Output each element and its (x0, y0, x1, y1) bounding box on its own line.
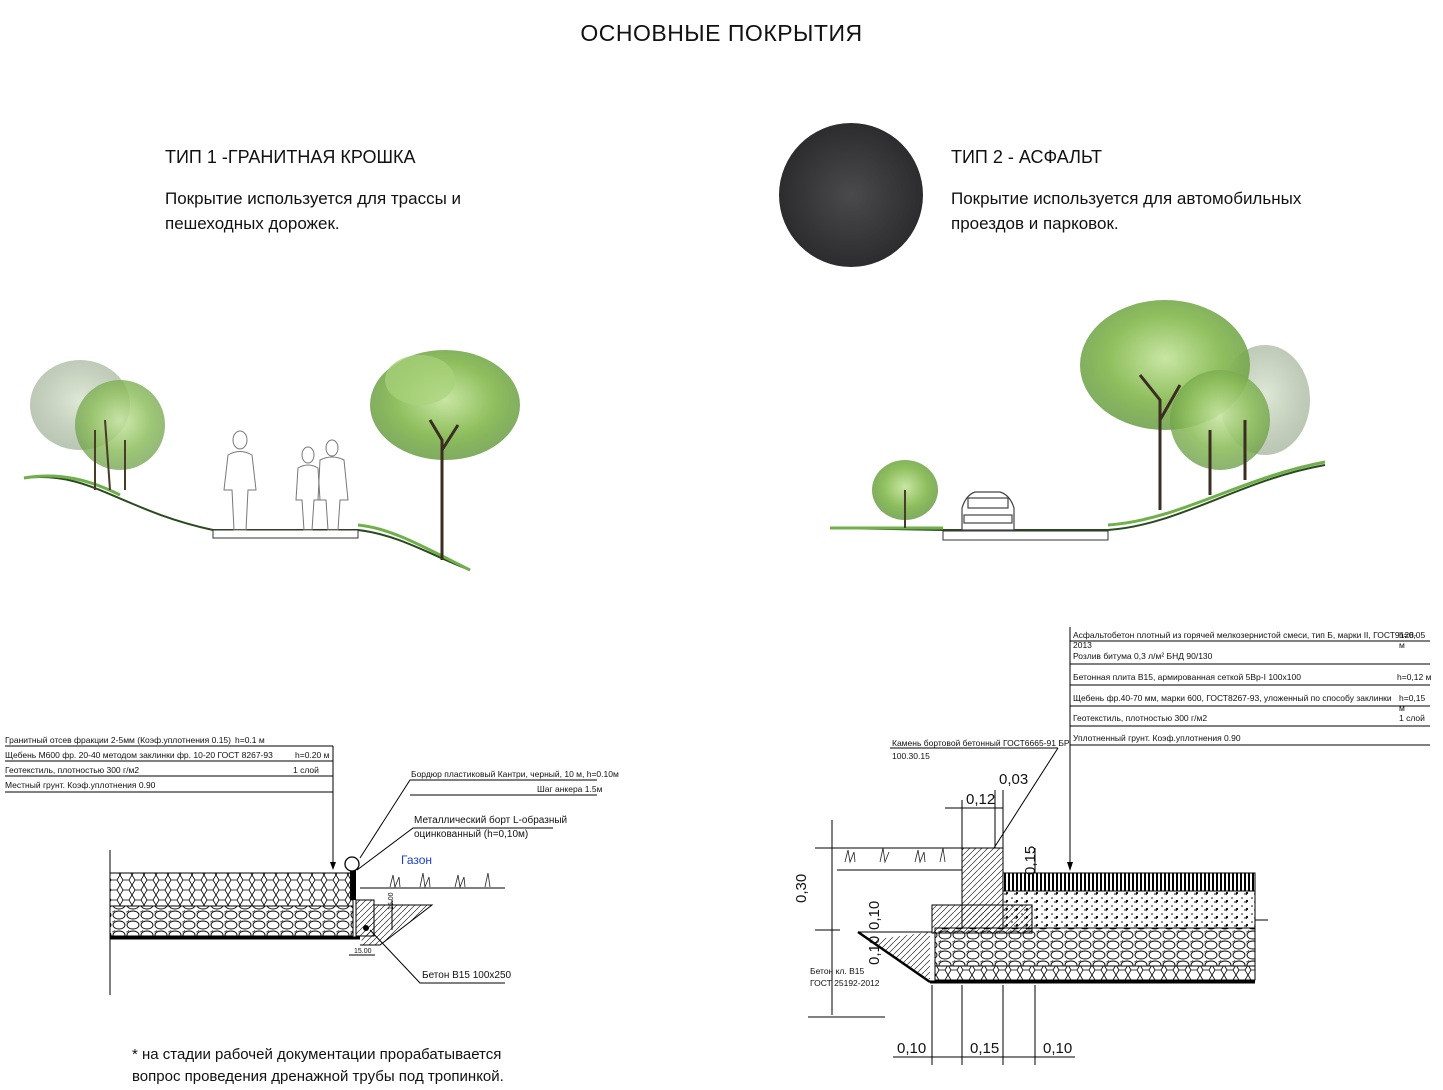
lawn-label: Газон (401, 853, 433, 867)
type1-layer-table: Гранитный отсев фракции 2-5мм (Коэф.упло… (5, 735, 335, 795)
concrete-label-line2: ГОСТ 25192-2012 (810, 978, 880, 988)
tree-group-right (1080, 300, 1310, 510)
concrete-label: Бетон В15 100х250 (422, 970, 512, 981)
footnote-line2: вопрос проведения дренажной трубы под тр… (132, 1068, 504, 1085)
footnote-line1: * на стадии рабочей документации прораба… (132, 1046, 502, 1063)
type2-layer-name: Геотекстиль, плотностью 300 г/м2 (1073, 713, 1208, 723)
type2-layer-value: h=0,15 м (1399, 693, 1426, 713)
dim-bottom-3: 0,10 (1043, 1040, 1073, 1057)
dim-030: 0,30 (793, 873, 810, 903)
type2-layer-name: Асфальтобетон плотный из горячей мелкозе… (1073, 630, 1417, 650)
type2-layer-value: h=0,05 м (1399, 630, 1426, 650)
type1-layer-row: Местный грунт. Коэф.уплотнения 0.90 (5, 780, 335, 795)
dim-010-vertical-2: 0,10 (866, 935, 883, 965)
tree-left-group (30, 360, 165, 491)
asphalt-sample (779, 123, 923, 267)
type1-layer-value: 1 слой (293, 765, 319, 775)
dim-015-vertical: 0,15 (1022, 845, 1039, 875)
type2-description: Покрытие используется для автомобильных … (951, 186, 1301, 236)
type1-desc-line1: Покрытие используется для трассы и (165, 189, 462, 208)
type1-cross-section (5, 745, 597, 995)
type1-title: ТИП 1 -ГРАНИТНАЯ КРОШКА (165, 147, 416, 167)
type2-desc-line2: проездов и парковок. (951, 214, 1119, 233)
type2-section-illustration (829, 300, 1326, 541)
footnote: * на стадии рабочей документации прораба… (132, 1044, 504, 1088)
type2-layer-row: Розлив битума 0,3 л/м² БНД 90/130 (1073, 651, 1433, 672)
type2-title: ТИП 2 - АСФАЛЬТ (951, 147, 1102, 167)
type2-layer-row: Геотекстиль, плотностью 300 г/м2 1 слой (1073, 713, 1433, 733)
dim-012: 0,12 (966, 791, 996, 808)
type1-layer-name: Гранитный отсев фракции 2-5мм (Коэф.упло… (5, 735, 231, 745)
dim-vertical: 15.00 (388, 892, 395, 910)
type2-layer-name: Бетонная плита В15, армированная сеткой … (1073, 672, 1301, 682)
type1-layer-row: Щебень М600 фр. 20-40 методом заклинки ф… (5, 750, 335, 765)
type1-layer-name: Геотекстиль, плотностью 300 г/м2 (5, 765, 140, 775)
type1-layer-name: Местный грунт. Коэф.уплотнения 0.90 (5, 780, 156, 790)
type2-layer-row: Щебень фр.40-70 мм, марки 600, ГОСТ8267-… (1073, 693, 1433, 713)
dim-bottom-2: 0,15 (970, 1040, 1000, 1057)
type2-layer-table: Асфальтобетон плотный из горячей мелкозе… (1073, 630, 1433, 753)
type1-description: Покрытие используется для трассы и пешех… (165, 186, 461, 236)
curb-label-line2: 100.30.15 (892, 751, 930, 761)
dim-003: 0,03 (999, 771, 1029, 788)
type1-section-illustration (23, 350, 520, 572)
type1-layer-name: Щебень М600 фр. 20-40 методом заклинки ф… (5, 750, 273, 760)
metal-border-line2: оцинкованный (h=0,10м) (414, 829, 529, 840)
type1-layer-value: h=0.20 м (295, 750, 330, 760)
type1-layer-row: Гранитный отсев фракции 2-5мм (Коэф.упло… (5, 735, 335, 750)
type1-layer-row: Геотекстиль, плотностью 300 г/м2 1 слой (5, 765, 335, 780)
curb-label-line1: Камень бортовой бетонный ГОСТ6665-91 БР (892, 738, 1070, 748)
type2-layer-value: 1 слой (1399, 713, 1425, 723)
type2-desc-line1: Покрытие используется для автомобильных (951, 189, 1302, 208)
type2-layer-value: h=0,12 м (1397, 672, 1432, 682)
concrete-label-line1: Бетон кл. В15 (810, 966, 865, 976)
type2-cross-section (808, 627, 1430, 1065)
type2-layer-row: Бетонная плита В15, армированная сеткой … (1073, 672, 1433, 693)
car-outline (961, 491, 1015, 531)
metal-border-line1: Металлический борт L-образный (414, 815, 568, 826)
bush-left (872, 460, 938, 528)
dim-010-vertical: 0,10 (866, 900, 883, 930)
dim-bottom-1: 0,10 (897, 1040, 927, 1057)
page-title: ОСНОВНЫЕ ПОКРЫТИЯ (580, 20, 863, 46)
type1-desc-line2: пешеходных дорожек. (165, 214, 340, 233)
type2-layer-name: Щебень фр.40-70 мм, марки 600, ГОСТ8267-… (1073, 693, 1392, 703)
tree-right (370, 350, 520, 560)
type2-layer-name: Уплотненный грунт. Коэф.уплотнения 0.90 (1073, 733, 1241, 743)
type1-layer-value: h=0.1 м (235, 735, 265, 745)
people-outlines (223, 430, 349, 531)
anchor-step-label: Шаг анкера 1.5м (537, 784, 603, 794)
border-label: Бордюр пластиковый Кантри, черный, 10 м,… (411, 769, 619, 779)
type2-layer-name: Розлив битума 0,3 л/м² БНД 90/130 (1073, 651, 1213, 661)
type2-layer-row: Уплотненный грунт. Коэф.уплотнения 0.90 (1073, 733, 1433, 753)
dim-horizontal: 15.00 (354, 948, 372, 955)
type2-layer-row: Асфальтобетон плотный из горячей мелкозе… (1073, 630, 1433, 651)
